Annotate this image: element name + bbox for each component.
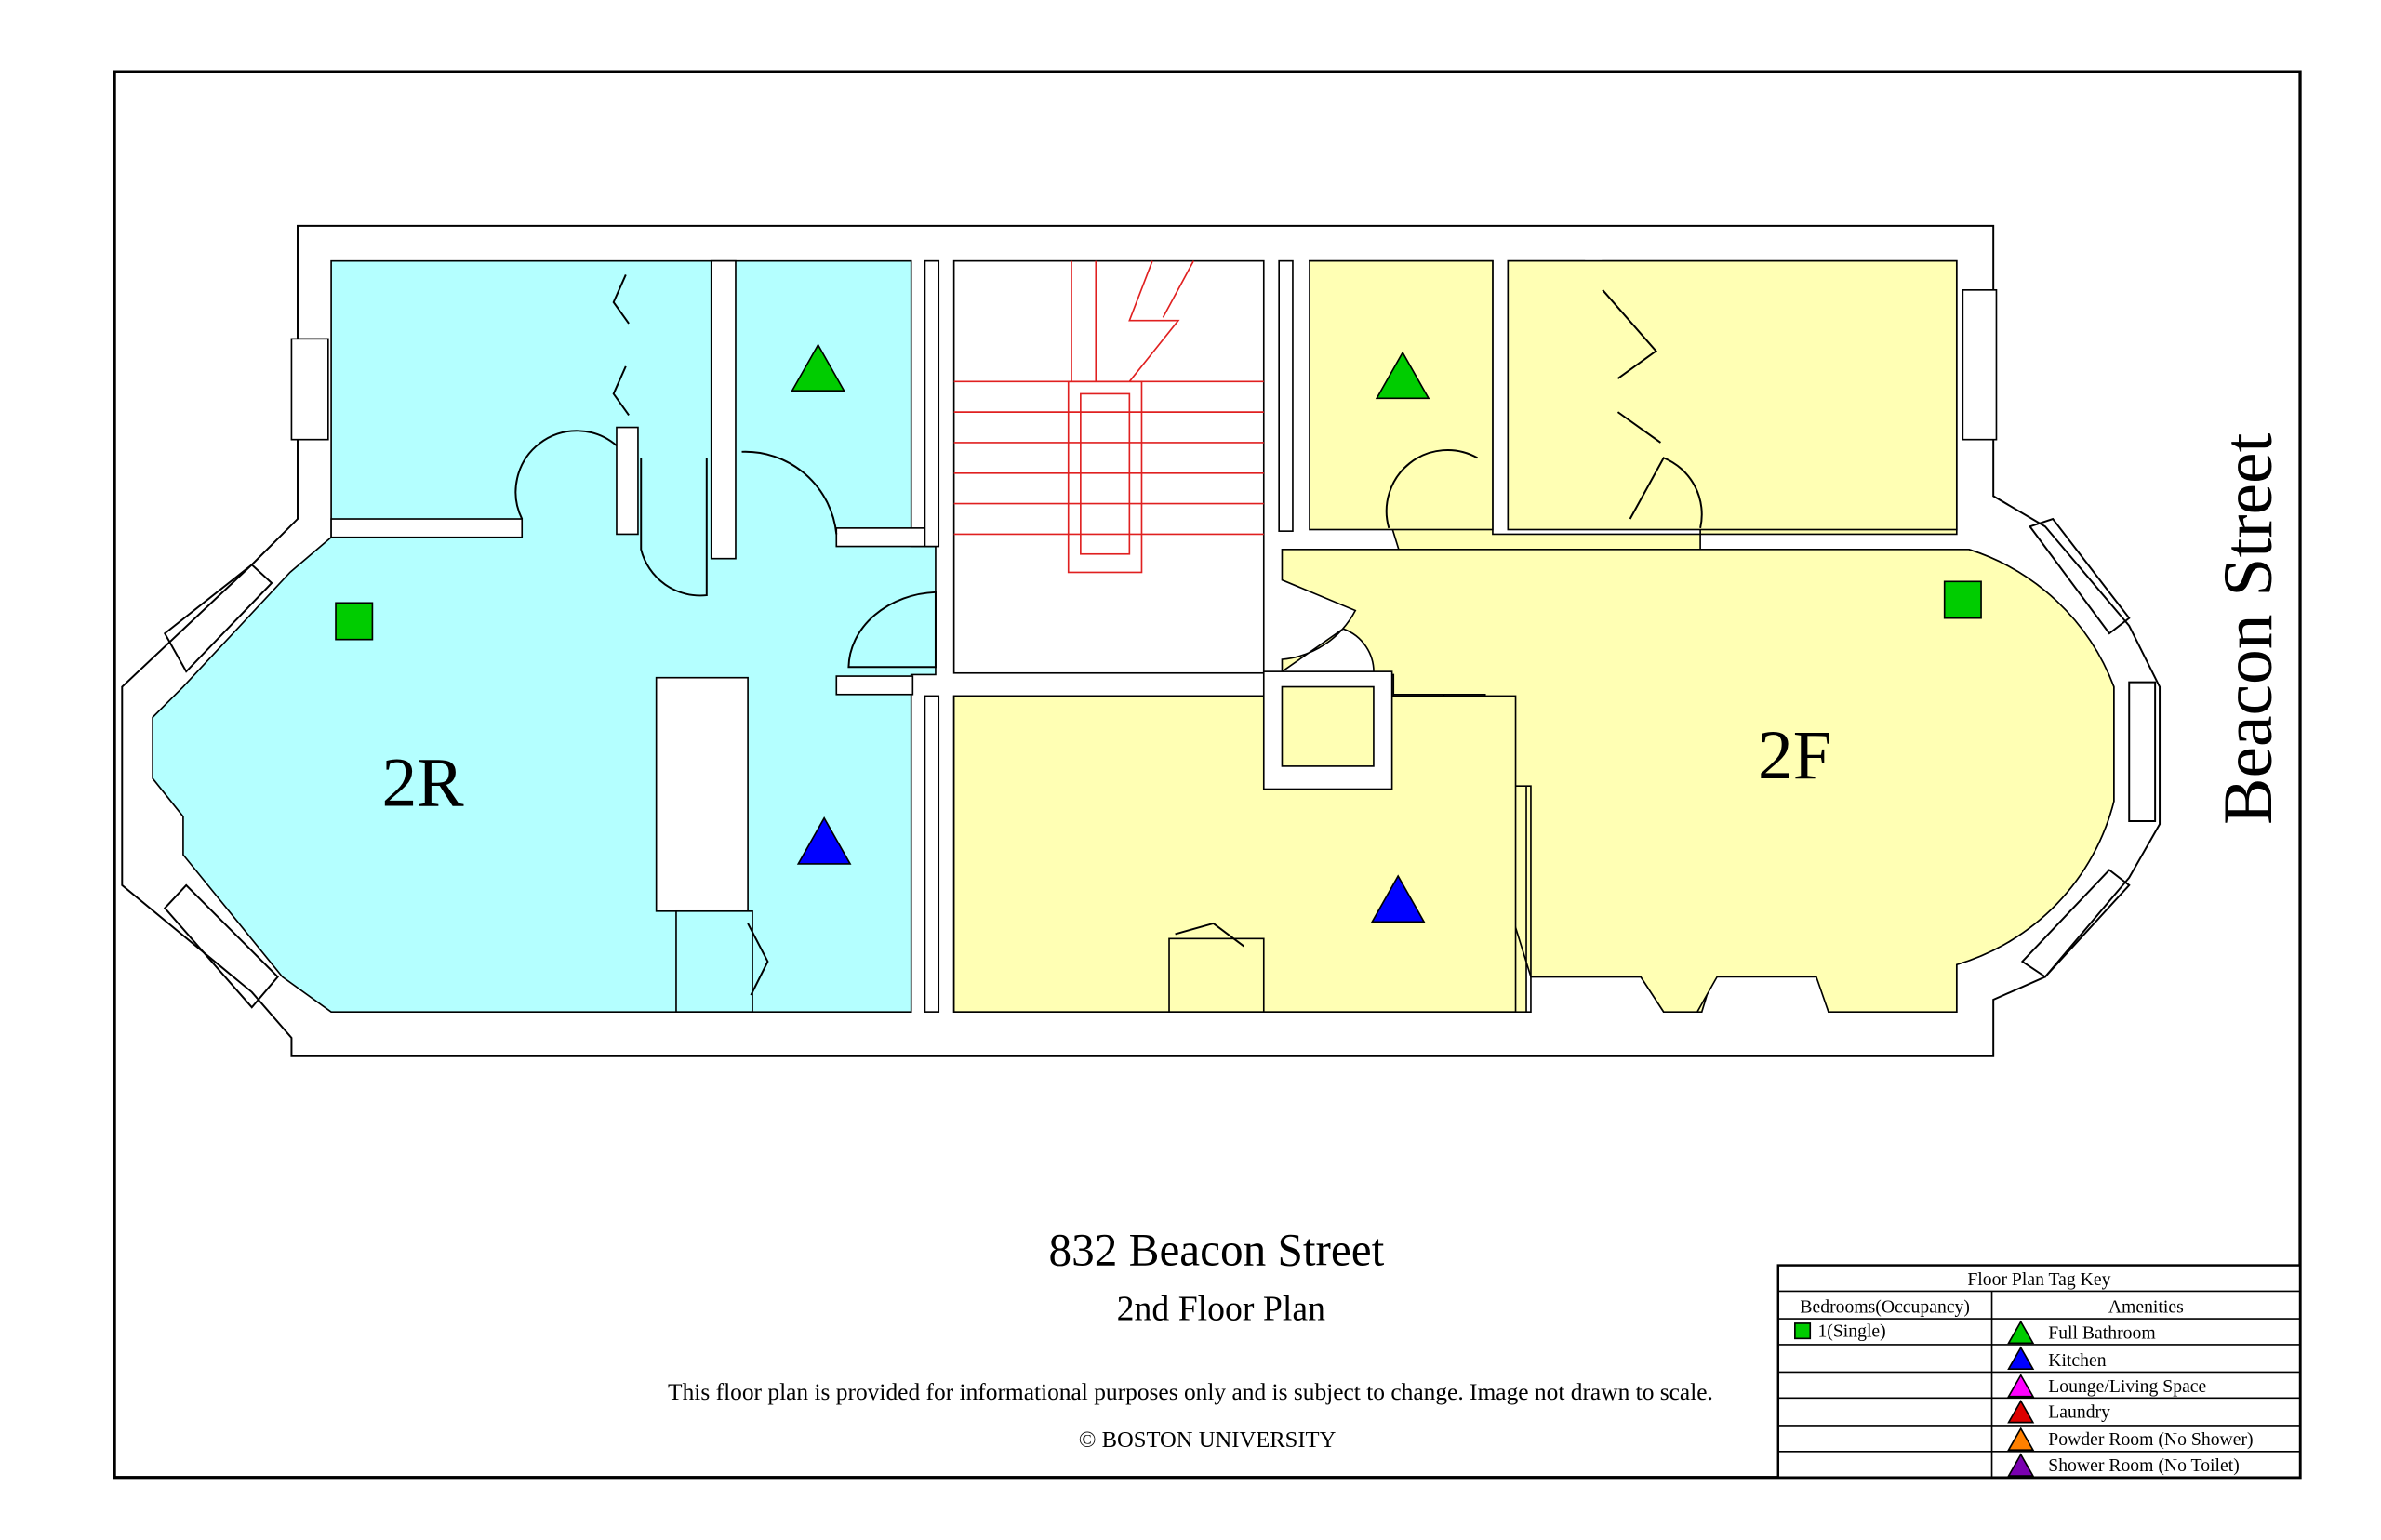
window: [2028, 517, 2131, 635]
full-bathroom-marker: [1375, 351, 1430, 400]
divider-wall: [924, 695, 940, 1013]
interior-wall: [675, 909, 753, 1013]
legend-single-swatch: [1794, 1322, 1812, 1340]
window: [290, 338, 329, 441]
kitchen-marker: [796, 816, 852, 865]
legend-amenity-label: Kitchen: [2048, 1350, 2106, 1371]
staircase: [953, 260, 1264, 574]
door-swing: [1175, 289, 1703, 948]
window: [163, 563, 273, 673]
single-bedroom-marker: [335, 602, 374, 641]
plan-title: 832 Beacon Street: [1048, 1225, 1384, 1276]
street-label: Beacon Street: [2210, 433, 2287, 825]
plan-subtitle: 2nd Floor Plan: [1117, 1290, 1325, 1329]
window: [1962, 289, 1998, 441]
legend-amenities-header: Amenities: [2108, 1296, 2184, 1317]
door-swing: [514, 430, 618, 520]
legend-bedrooms-header: Bedrooms(Occupancy): [1800, 1296, 1970, 1317]
window: [2020, 869, 2131, 978]
legend-amenity-label: Laundry: [2048, 1402, 2110, 1423]
legend-laundry-icon: [2007, 1399, 2035, 1424]
legend-amenity-label: Shower Room (No Toilet): [2048, 1455, 2240, 1476]
legend-bedroom-label: 1(Single): [1817, 1321, 1885, 1342]
legend-powder-room-icon: [2007, 1427, 2035, 1451]
window: [2128, 681, 2157, 822]
interior-wall: [835, 527, 937, 548]
full-bathroom-marker: [791, 343, 845, 392]
closet: [1168, 937, 1265, 1013]
window: [163, 883, 280, 1009]
closet: [655, 676, 749, 912]
interior-wall: [835, 675, 914, 696]
stair-hall: [952, 259, 1265, 674]
door-swing: [612, 274, 769, 996]
unit-2f-room-top: [1507, 259, 1958, 531]
copyright: © BOSTON UNIVERSITY: [1079, 1427, 1337, 1453]
divider-wall: [924, 259, 940, 548]
legend-amenity-label: Powder Room (No Shower): [2048, 1429, 2253, 1450]
legend-shower-room-icon: [2007, 1453, 2035, 1477]
building-outline: [121, 224, 2162, 1057]
closet-inner: [1281, 685, 1375, 767]
door-swing: [741, 450, 838, 535]
unit-label-2f: 2F: [1758, 717, 1832, 794]
interior-wall: [616, 426, 639, 536]
legend-lounge-icon: [2007, 1374, 2035, 1398]
legend-kitchen-icon: [2007, 1346, 2035, 1371]
interior-wall: [330, 518, 524, 538]
legend-amenity-label: Full Bathroom: [2048, 1322, 2155, 1343]
kitchen-marker: [1370, 874, 1426, 923]
divider-wall: [1278, 259, 1294, 532]
unit-2f-hall: [1281, 549, 2115, 1013]
door-swing: [640, 458, 708, 597]
interior-wall: [710, 259, 737, 560]
disclaimer: This floor plan is provided for informat…: [668, 1378, 1713, 1405]
hall-door-swing: [847, 591, 937, 669]
unit-label-2r: 2R: [382, 745, 465, 822]
legend-title: Floor Plan Tag Key: [1967, 1269, 2110, 1290]
single-bedroom-marker: [1943, 580, 1982, 619]
legend-full-bathroom-icon: [2007, 1320, 2035, 1345]
legend-table: Floor Plan Tag Key Bedrooms(Occupancy) A…: [1776, 1264, 2302, 1479]
legend-amenity-label: Lounge/Living Space: [2048, 1376, 2206, 1397]
